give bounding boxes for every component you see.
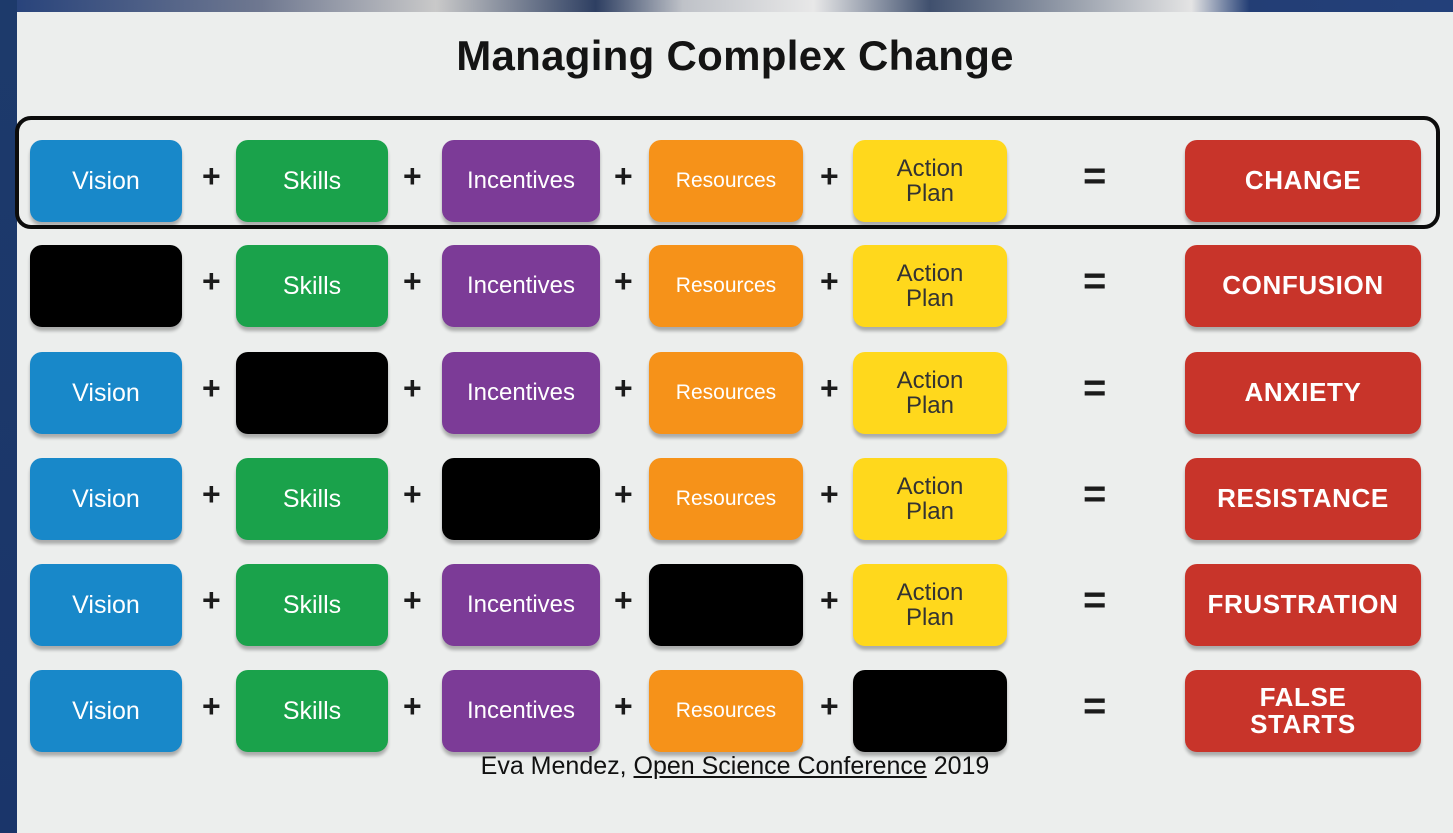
equals-sign: = bbox=[1083, 472, 1107, 516]
plus-sign: + bbox=[202, 263, 221, 299]
slide: Managing Complex Change Vision + Skills … bbox=[15, 12, 1453, 833]
plus-sign: + bbox=[202, 476, 221, 512]
equation-row-change: Vision + Skills + Incentives + Resources… bbox=[17, 140, 1453, 228]
plus-sign: + bbox=[403, 370, 422, 406]
vision-box: Vision bbox=[30, 352, 182, 434]
resources-box: Resources bbox=[649, 458, 803, 540]
plus-sign: + bbox=[202, 582, 221, 618]
result-box-confusion: CONFUSION bbox=[1185, 245, 1421, 327]
skills-box: Skills bbox=[236, 245, 388, 327]
vision-box: Vision bbox=[30, 140, 182, 222]
equation-row-anxiety: Vision + + Incentives + Resources + Acti… bbox=[17, 352, 1453, 440]
skills-box: Skills bbox=[236, 458, 388, 540]
highlight-frame bbox=[15, 116, 1440, 229]
equals-sign: = bbox=[1083, 366, 1107, 410]
plus-sign: + bbox=[614, 582, 633, 618]
plus-sign: + bbox=[403, 688, 422, 724]
missing-incentives-box bbox=[442, 458, 600, 540]
equals-sign: = bbox=[1083, 578, 1107, 622]
missing-vision-box bbox=[30, 245, 182, 327]
vision-box: Vision bbox=[30, 670, 182, 752]
vision-box: Vision bbox=[30, 458, 182, 540]
missing-action-plan-box bbox=[853, 670, 1007, 752]
plus-sign: + bbox=[820, 158, 839, 194]
plus-sign: + bbox=[820, 263, 839, 299]
resources-box: Resources bbox=[649, 352, 803, 434]
plus-sign: + bbox=[403, 158, 422, 194]
equals-sign: = bbox=[1083, 259, 1107, 303]
conference-link[interactable]: Open Science Conference bbox=[633, 752, 927, 780]
result-box-resistance: RESISTANCE bbox=[1185, 458, 1421, 540]
plus-sign: + bbox=[614, 476, 633, 512]
plus-sign: + bbox=[403, 263, 422, 299]
missing-resources-box bbox=[649, 564, 803, 646]
resources-box: Resources bbox=[649, 140, 803, 222]
result-box-frustration: FRUSTRATION bbox=[1185, 564, 1421, 646]
plus-sign: + bbox=[403, 582, 422, 618]
incentives-box: Incentives bbox=[442, 245, 600, 327]
plus-sign: + bbox=[614, 688, 633, 724]
plus-sign: + bbox=[614, 370, 633, 406]
plus-sign: + bbox=[614, 263, 633, 299]
equation-row-confusion: + Skills + Incentives + Resources + Acti… bbox=[17, 245, 1453, 333]
equals-sign: = bbox=[1083, 154, 1107, 198]
plus-sign: + bbox=[403, 476, 422, 512]
result-box-anxiety: ANXIETY bbox=[1185, 352, 1421, 434]
slide-title: Managing Complex Change bbox=[456, 32, 1014, 79]
skills-box: Skills bbox=[236, 564, 388, 646]
missing-skills-box bbox=[236, 352, 388, 434]
resources-box: Resources bbox=[649, 670, 803, 752]
slide-border bbox=[0, 0, 17, 833]
skills-box: Skills bbox=[236, 670, 388, 752]
incentives-box: Incentives bbox=[442, 352, 600, 434]
attribution-caption: Eva Mendez, Open Science Conference 2019 bbox=[17, 752, 1453, 781]
result-box-change: CHANGE bbox=[1185, 140, 1421, 222]
plus-sign: + bbox=[820, 476, 839, 512]
plus-sign: + bbox=[820, 582, 839, 618]
year-text: 2019 bbox=[926, 752, 990, 780]
resources-box: Resources bbox=[649, 245, 803, 327]
plus-sign: + bbox=[820, 370, 839, 406]
equation-row-false-starts: Vision + Skills + Incentives + Resources… bbox=[17, 670, 1453, 758]
incentives-box: Incentives bbox=[442, 670, 600, 752]
plus-sign: + bbox=[614, 158, 633, 194]
plus-sign: + bbox=[202, 688, 221, 724]
skills-box: Skills bbox=[236, 140, 388, 222]
plus-sign: + bbox=[202, 158, 221, 194]
incentives-box: Incentives bbox=[442, 564, 600, 646]
plus-sign: + bbox=[202, 370, 221, 406]
author-text: Eva Mendez, bbox=[480, 752, 634, 780]
equals-sign: = bbox=[1083, 684, 1107, 728]
vision-box: Vision bbox=[30, 564, 182, 646]
plus-sign: + bbox=[820, 688, 839, 724]
incentives-box: Incentives bbox=[442, 140, 600, 222]
